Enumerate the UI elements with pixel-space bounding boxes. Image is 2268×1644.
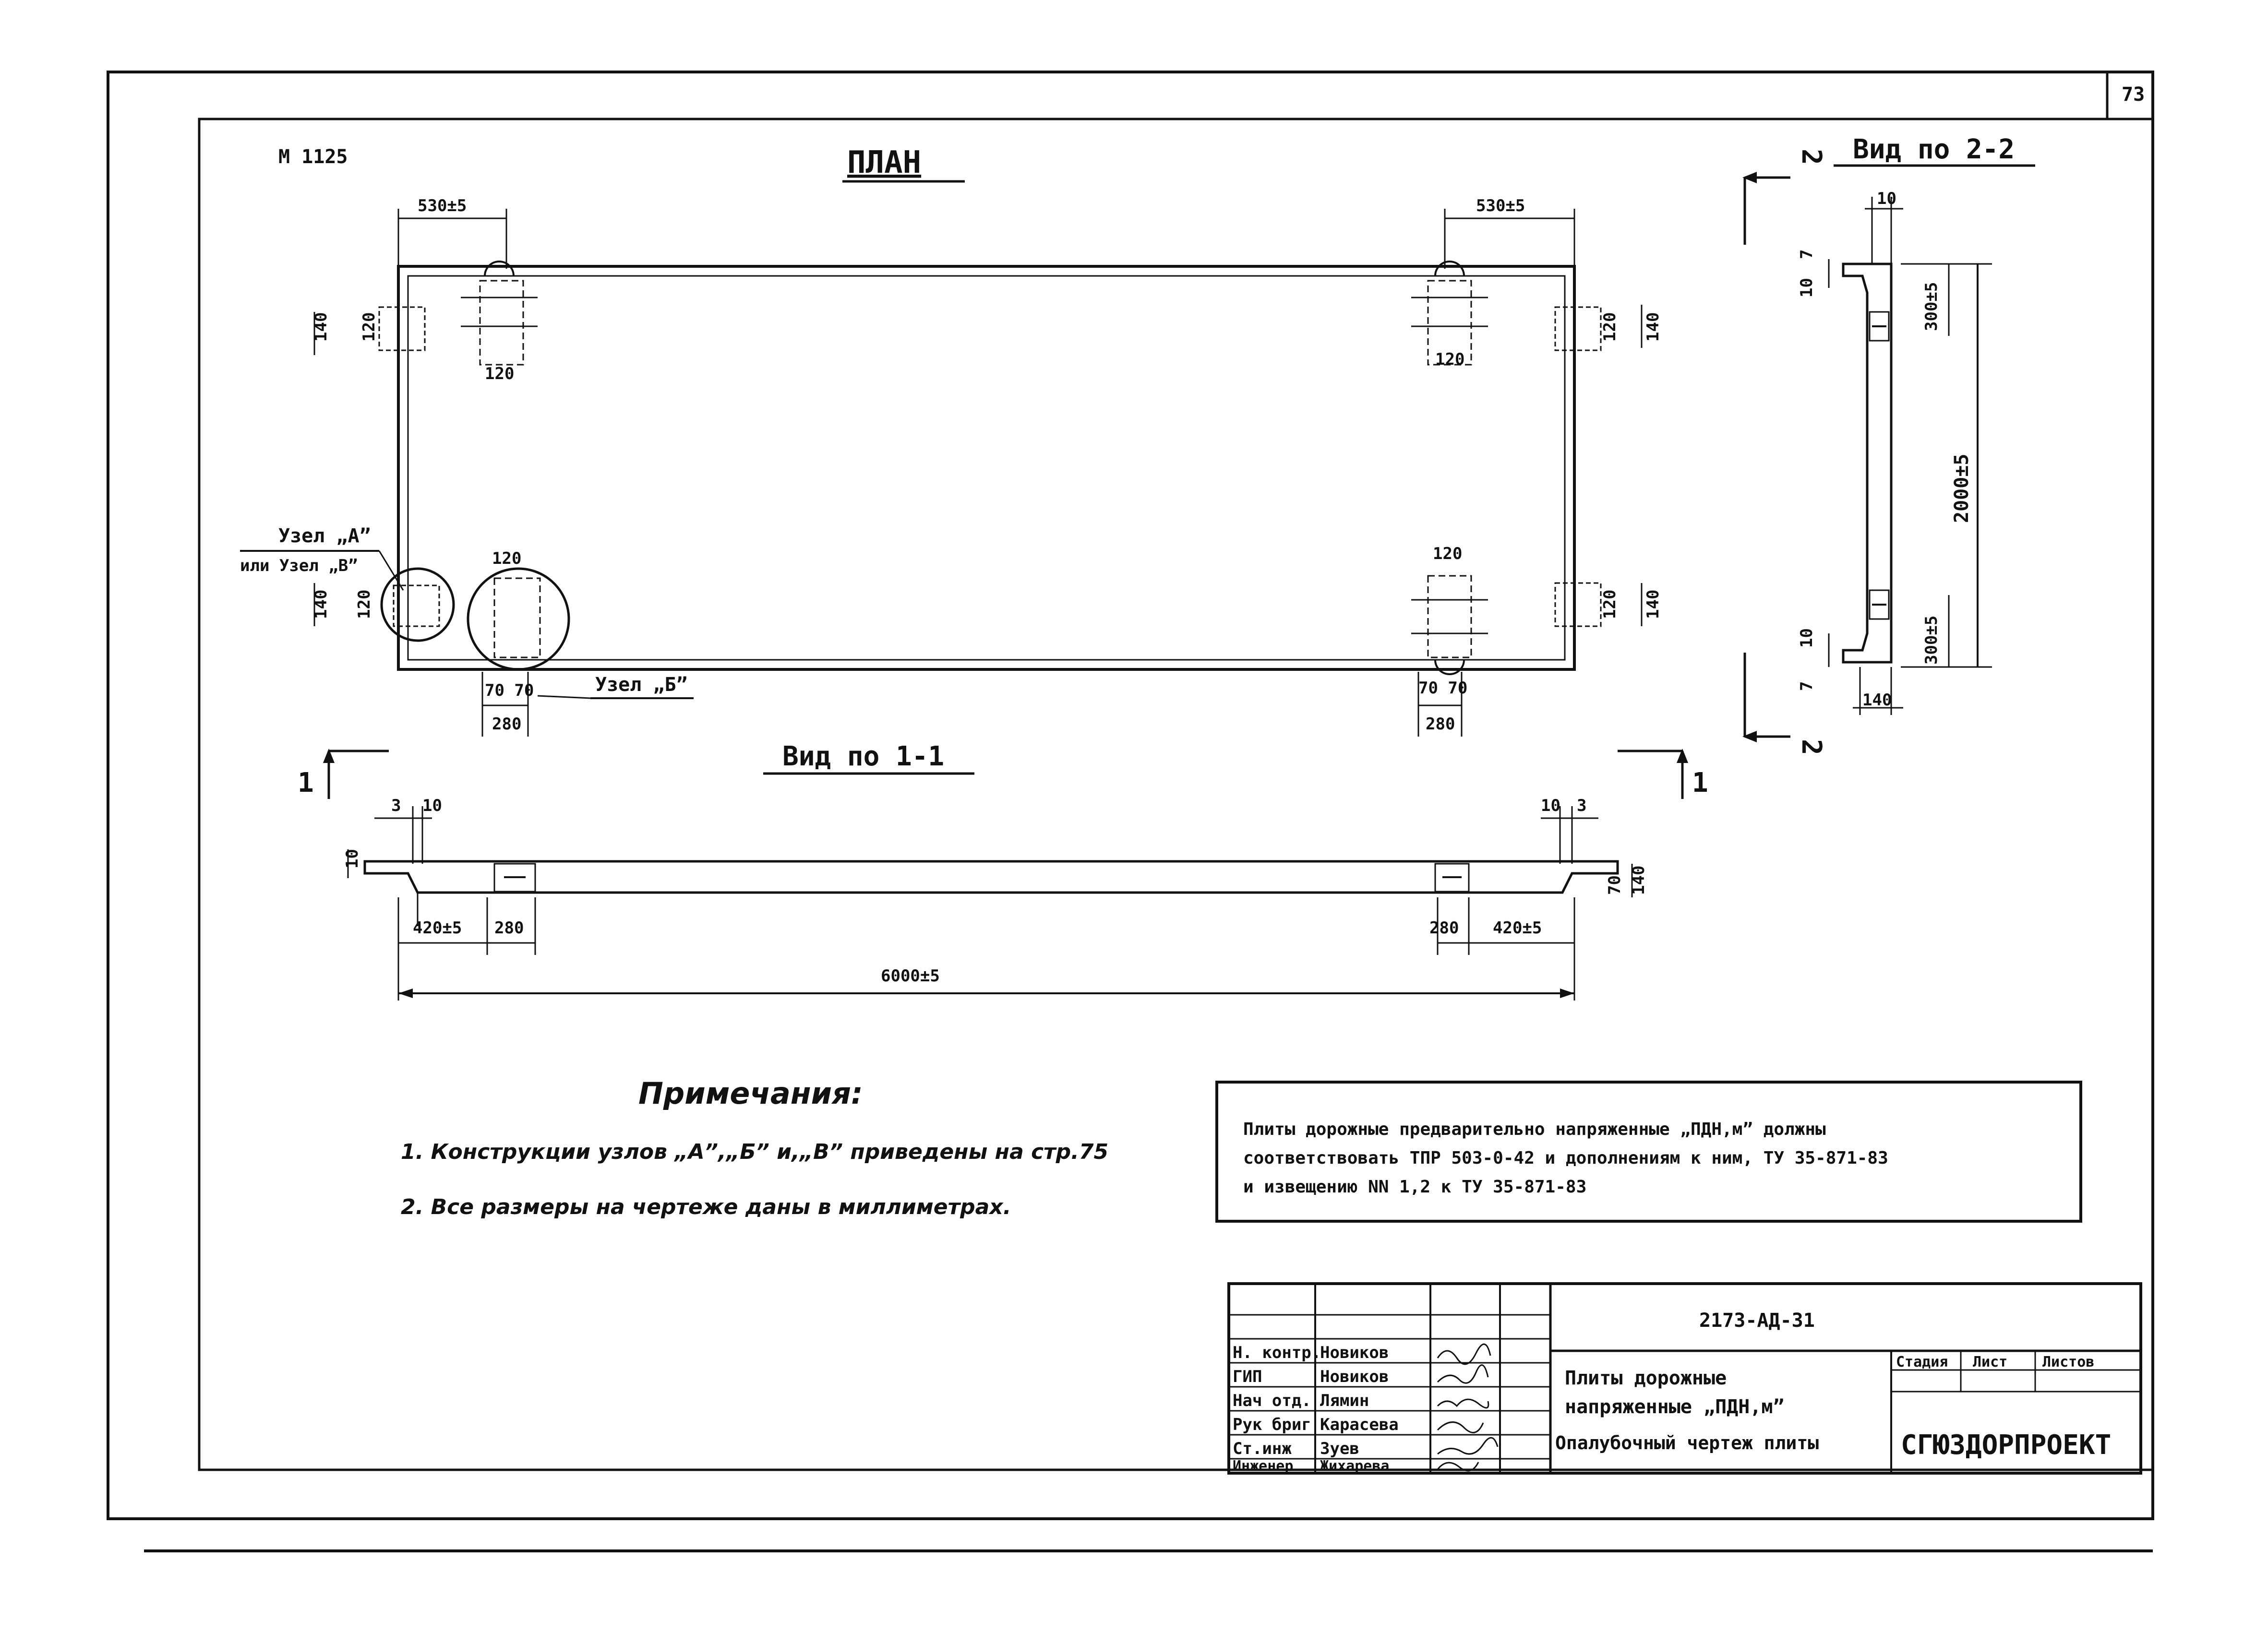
plan-dim-120-left: 120 bbox=[360, 312, 379, 342]
spec-line-1: Плиты дорожные предварительно напряженны… bbox=[1243, 1120, 1826, 1139]
col-stage: Стадия bbox=[1896, 1354, 1948, 1370]
spec-box bbox=[1215, 1081, 2082, 1223]
view-11-dim-edge-left: 420±5 bbox=[413, 918, 462, 938]
title-line-3: Опалубочный чертеж плиты bbox=[1555, 1432, 1819, 1453]
view-22-dim-300-bottom: 300±5 bbox=[1922, 616, 1941, 665]
title-block bbox=[1227, 1282, 2142, 1475]
node-v-label: или Узел „В” bbox=[240, 556, 358, 575]
section-mark-2-bottom-label: 2 bbox=[1796, 739, 1827, 755]
plan-dim-120-top-left: 120 bbox=[485, 364, 514, 383]
role-3: Нач отд. bbox=[1233, 1391, 1311, 1410]
view-22-dim-10-top: 10 bbox=[1877, 189, 1896, 208]
section-mark-1-right bbox=[1618, 749, 1688, 799]
plan-dim-120-right: 120 bbox=[1600, 312, 1620, 342]
name-1: Новиков bbox=[1320, 1343, 1389, 1362]
plan-dim-bottom-pair-left: 70 70 bbox=[485, 681, 534, 700]
view-11-drawing bbox=[347, 806, 1633, 1001]
node-bottom-left bbox=[380, 567, 570, 671]
node-bottom-right bbox=[1411, 575, 1602, 675]
notes-item-1: 1. Конструкции узлов „А”,„Б” и,„В” приве… bbox=[401, 1140, 1108, 1164]
section-mark-1-left bbox=[323, 749, 389, 799]
plan-dim-140-right-low: 140 bbox=[1644, 590, 1663, 619]
role-2: ГИП bbox=[1233, 1367, 1262, 1386]
plan-dim-280-left: 280 bbox=[492, 715, 521, 734]
view-22-dim-7-bottom: 7 bbox=[1797, 681, 1816, 691]
view-22-title: Вид по 2-2 bbox=[1853, 134, 2015, 165]
section-mark-2-top-label: 2 bbox=[1796, 149, 1827, 165]
sheet-frame bbox=[107, 71, 2154, 1552]
plan-dim-right-top: 530±5 bbox=[1476, 196, 1525, 215]
plan-dim-140-right: 140 bbox=[1644, 312, 1663, 342]
role-6: Инженер bbox=[1233, 1458, 1293, 1475]
role-4: Рук бриг bbox=[1233, 1415, 1311, 1434]
col-sheet: Лист bbox=[1973, 1354, 2007, 1370]
plan-dim-left-top: 530±5 bbox=[418, 196, 467, 215]
spec-line-2: соответствовать ТПР 503-0-42 и дополнени… bbox=[1243, 1148, 1888, 1168]
view-11-dim-70-side: 70 bbox=[1605, 875, 1624, 895]
title-line-1: Плиты дорожные bbox=[1565, 1367, 1727, 1389]
title-line-2: напряженные „ПДН,м” bbox=[1565, 1396, 1785, 1418]
spec-line-3: и извещению NN 1,2 к ТУ 35-871-83 bbox=[1243, 1177, 1586, 1197]
plan-dim-120-bottom-right: 120 bbox=[1433, 544, 1462, 563]
plan-dim-140-left: 140 bbox=[312, 312, 331, 342]
node-top-right bbox=[1411, 261, 1602, 366]
name-2: Новиков bbox=[1320, 1367, 1389, 1386]
view-11-dim-3-right: 3 bbox=[1577, 796, 1586, 815]
section-mark-2-top bbox=[1742, 172, 1790, 245]
col-sheets: Листов bbox=[2042, 1354, 2094, 1370]
plan-dim-140-left-low: 140 bbox=[312, 590, 331, 619]
view-11-dim-total: 6000±5 bbox=[881, 966, 940, 986]
view-22-dim-300-top: 300±5 bbox=[1922, 282, 1941, 331]
notes-title: Примечания: bbox=[638, 1076, 863, 1111]
plan-title: ПЛАН bbox=[847, 145, 921, 180]
view-11-dim-10-side: 10 bbox=[343, 849, 362, 869]
view-22-dim-10-top-side: 10 bbox=[1797, 278, 1816, 298]
name-3: Лямин bbox=[1320, 1391, 1369, 1410]
view-11-dim-140-side: 140 bbox=[1629, 866, 1648, 895]
plan-dim-120-left-low: 120 bbox=[355, 590, 374, 619]
section-mark-2-bottom bbox=[1742, 653, 1790, 742]
view-22-drawing bbox=[1828, 197, 1992, 715]
notes-item-2: 2. Все размеры на чертеже даны в миллиме… bbox=[401, 1195, 1011, 1219]
node-b-label: Узел „Б” bbox=[595, 674, 688, 696]
plan-dim-120-bottom-left: 120 bbox=[492, 549, 521, 568]
view-11-dim-280-right: 280 bbox=[1429, 918, 1459, 938]
signatures bbox=[1437, 1343, 1499, 1472]
plan-dim-120-right-low: 120 bbox=[1600, 590, 1620, 619]
series-label: М 1125 bbox=[278, 146, 348, 168]
plan-dim-280-right: 280 bbox=[1426, 715, 1455, 734]
name-6: Жихарева bbox=[1320, 1458, 1390, 1475]
view-22-dim-140-bottom: 140 bbox=[1862, 691, 1892, 710]
section-mark-1-right-label: 1 bbox=[1692, 767, 1708, 798]
name-4: Карасева bbox=[1320, 1415, 1399, 1434]
page-number: 73 bbox=[2122, 83, 2145, 106]
section-mark-1-left-label: 1 bbox=[298, 767, 314, 798]
name-5: Зуев bbox=[1320, 1439, 1359, 1458]
view-22-dim-7-top: 7 bbox=[1797, 250, 1816, 259]
view-11-dim-edge-right: 420±5 bbox=[1493, 918, 1542, 938]
view-11-dim-3-left: 3 bbox=[391, 796, 401, 815]
view-11-dim-10-left: 10 bbox=[422, 796, 442, 815]
view-22-dim-total: 2000±5 bbox=[1951, 454, 1973, 524]
view-22-dim-10-bottom-side: 10 bbox=[1797, 628, 1816, 648]
node-a-label: Узел „А” bbox=[278, 525, 371, 547]
plan-dim-bottom-pair-right: 70 70 bbox=[1418, 679, 1467, 698]
role-1: Н. контр. bbox=[1233, 1343, 1321, 1362]
plan-dim-120-top-right: 120 bbox=[1435, 350, 1464, 369]
view-11-dim-10-right: 10 bbox=[1541, 796, 1560, 815]
node-top-left bbox=[378, 261, 538, 366]
role-5: Ст.инж bbox=[1233, 1439, 1292, 1458]
organization: СГЮЗДОРПРОЕКТ bbox=[1901, 1430, 2111, 1461]
doc-code: 2173-АД-31 bbox=[1699, 1310, 1815, 1332]
view-11-dim-280-left: 280 bbox=[494, 918, 524, 938]
plan-view bbox=[240, 209, 1643, 737]
view-11-title: Вид по 1-1 bbox=[782, 741, 944, 772]
